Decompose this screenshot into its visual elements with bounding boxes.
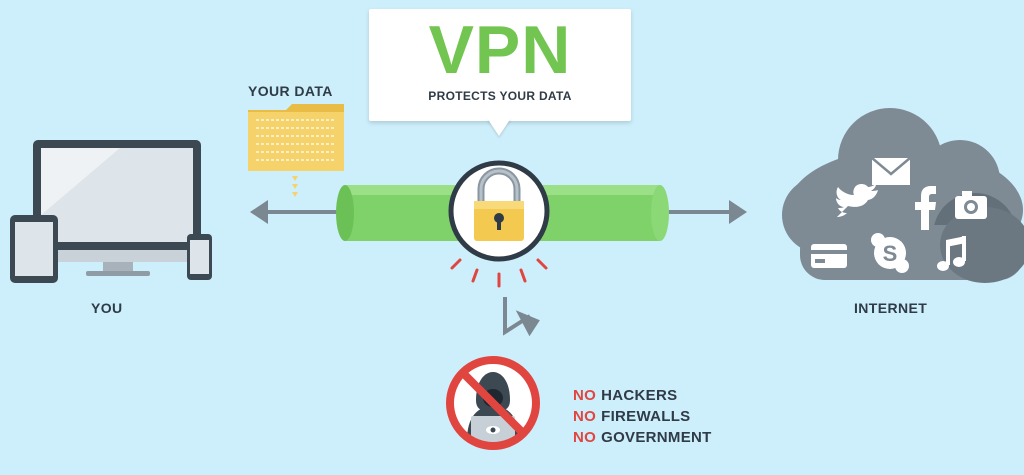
padlock-icon <box>448 160 550 262</box>
skype-icon: S <box>871 233 909 273</box>
facebook-icon <box>915 186 936 230</box>
your-data-label: YOUR DATA <box>248 83 333 99</box>
threat-prefix: NO <box>573 429 597 446</box>
twitter-icon <box>836 184 878 217</box>
alert-rays-icon <box>450 258 548 288</box>
vpn-title: VPN <box>428 12 572 88</box>
vpn-callout-tail <box>487 118 511 136</box>
no-hacker-icon <box>446 356 540 450</box>
music-icon <box>937 236 966 271</box>
devices-icon <box>10 140 212 283</box>
threat-prefix: NO <box>573 387 597 404</box>
data-folder-icon <box>248 104 344 197</box>
threat-text: FIREWALLS <box>601 408 691 425</box>
vpn-subtitle: PROTECTS YOUR DATA <box>428 89 572 103</box>
camera-icon <box>955 191 987 219</box>
credit-card-icon <box>811 244 847 268</box>
redirect-arrow-icon <box>503 297 540 337</box>
threat-text: HACKERS <box>601 387 678 404</box>
svg-text:S: S <box>883 241 898 266</box>
threat-prefix: NO <box>573 408 597 425</box>
you-label: YOU <box>91 300 123 316</box>
vpn-callout <box>369 9 631 121</box>
mail-icon <box>871 157 911 185</box>
threat-text: GOVERNMENT <box>601 429 712 446</box>
internet-label: INTERNET <box>854 300 928 316</box>
